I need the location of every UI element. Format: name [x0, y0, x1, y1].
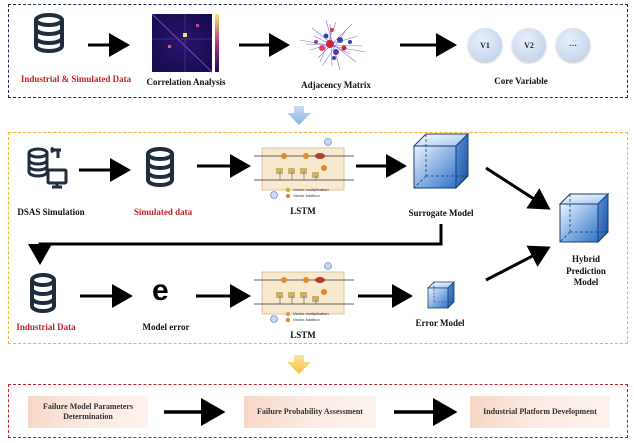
lstm-cell-diagram [254, 138, 354, 199]
surrogate-model-cube-icon [412, 132, 470, 190]
database-icon [34, 13, 64, 53]
data-analysis-section [8, 4, 628, 98]
lstm-cell-diagram [254, 262, 354, 323]
core-variable-v2: V2 [512, 28, 546, 62]
down-arrow-blue-icon [287, 106, 311, 125]
error-model-cube-icon [427, 281, 455, 309]
core-variable-more: ··· [556, 28, 590, 62]
correlation-analysis-label: Correlation Analysis [146, 77, 226, 87]
database-icon [146, 147, 174, 187]
lstm-legend-mult-upper: Vector multiplication [293, 187, 329, 192]
application-section [8, 384, 628, 438]
lstm-legend-mult-lower: Vector multiplication [293, 311, 329, 316]
error-model-label: Error Model [415, 318, 465, 328]
lstm-label-upper: LSTM [290, 206, 316, 216]
industrial-data-label: Industrial Data [16, 322, 76, 332]
lstm-legend-add-upper: Vector Addition [293, 193, 320, 198]
modeling-section [8, 132, 628, 344]
model-error-symbol: e [152, 274, 169, 307]
core-variable-label: Core Variable [494, 76, 548, 86]
down-arrow-yellow-icon [287, 355, 311, 374]
surrogate-model-label: Surrogate Model [408, 208, 474, 218]
correlation-heatmap [151, 13, 219, 73]
simulated-data-label: Simulated data [133, 207, 193, 217]
lstm-legend-add-lower: Vector Addition [293, 317, 320, 322]
simulation-computer-icon [27, 146, 68, 189]
hybrid-prediction-model-label: Hybrid Prediction Model [566, 254, 606, 288]
model-error-label: Model error [142, 322, 190, 332]
step-failure-probability-assessment: Failure Probability Assessment [244, 396, 376, 428]
step-failure-model-parameters: Failure Model Parameters Determination [28, 396, 148, 428]
adjacency-nodes [314, 28, 352, 60]
lstm-label-lower: LSTM [290, 330, 316, 340]
adjacency-matrix-label: Adjacency Matrix [301, 80, 371, 90]
arrow [485, 245, 551, 282]
industrial-simulated-data-label: Industrial & Simulated Data [20, 74, 132, 84]
database-icon [30, 273, 56, 313]
core-variable-v1: V1 [468, 28, 502, 62]
dsas-simulation-label: DSAS Simulation [17, 207, 85, 217]
arrow [485, 166, 551, 210]
hybrid-model-cube-icon [558, 192, 610, 244]
step-industrial-platform-development: Industrial Platform Development [470, 396, 610, 428]
feedback-connector-arrow [28, 224, 443, 265]
